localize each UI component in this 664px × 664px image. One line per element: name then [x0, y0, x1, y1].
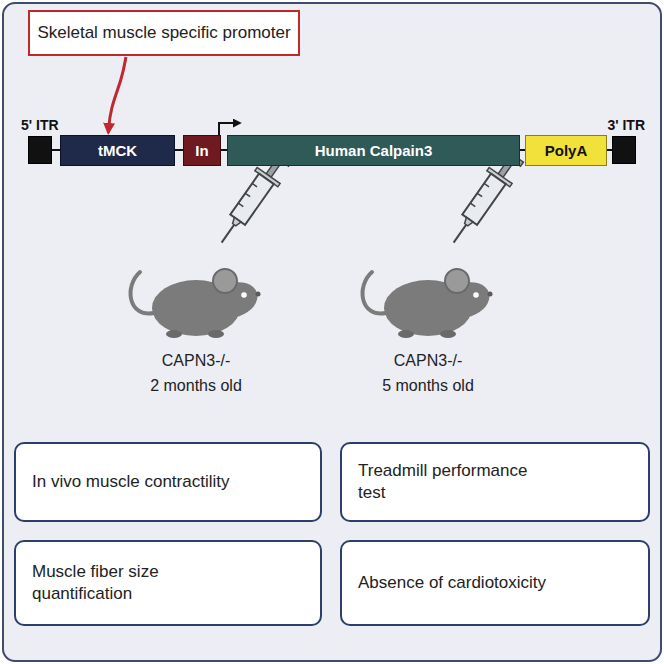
box-text: tMCK	[98, 142, 137, 159]
genotype-label: CAPN3-/-	[162, 352, 230, 370]
outcome-box: In vivo muscle contractility	[14, 442, 322, 522]
box-text: In vivo muscle contractility	[32, 471, 229, 493]
itr-block: 3' ITR	[612, 136, 636, 164]
box-text: Muscle fiber size quantification	[32, 561, 232, 605]
transgene-element: Human Calpain3	[227, 135, 520, 166]
promoter-callout: Skeletal muscle specific promoter	[28, 10, 300, 56]
outcome-box: Treadmill performance test	[340, 442, 650, 522]
box-text: Treadmill performance test	[358, 460, 558, 504]
mouse-icon	[131, 269, 263, 338]
genotype-label: CAPN3-/-	[394, 352, 462, 370]
itr-label: 3' ITR	[607, 117, 645, 133]
box-text: Absence of cardiotoxicity	[358, 572, 546, 594]
box-text: PolyA	[545, 142, 588, 159]
age-label: 2 months old	[150, 377, 242, 395]
outcome-box: Absence of cardiotoxicity	[340, 540, 650, 626]
box-text: In	[195, 142, 208, 159]
mouse-icon	[363, 269, 495, 338]
background-panel	[3, 3, 661, 661]
outcome-box: Muscle fiber size quantification	[14, 540, 322, 626]
promoter-pointer-arrow	[108, 57, 126, 133]
itr-block: 5' ITR	[28, 136, 52, 164]
promoter-element: tMCK	[60, 135, 175, 166]
polya-element: PolyA	[525, 135, 607, 166]
box-text: Human Calpain3	[315, 142, 433, 159]
itr-label: 5' ITR	[21, 117, 59, 133]
age-label: 5 months old	[382, 377, 474, 395]
box-text: Skeletal muscle specific promoter	[37, 23, 290, 43]
intron-element: In	[183, 135, 221, 166]
